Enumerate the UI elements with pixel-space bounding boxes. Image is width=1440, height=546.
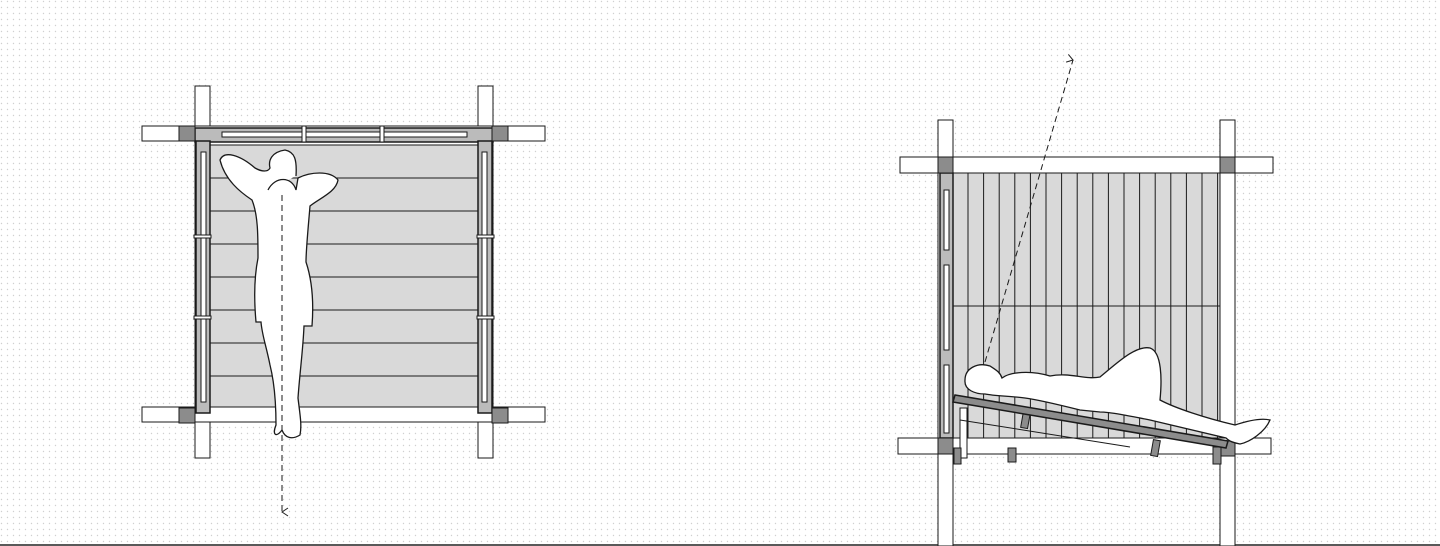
beam-bottom: [897, 437, 1272, 455]
section-view: [897, 54, 1274, 546]
beam-top: [899, 156, 1274, 174]
person-plan-figure: [219, 149, 339, 439]
person-section-figure: [964, 347, 1271, 445]
reclining-bench: [952, 394, 1229, 449]
plan-view: [141, 85, 546, 517]
joint: [491, 407, 509, 424]
sightline-arrow: [984, 54, 1074, 363]
bench-leg: [959, 407, 968, 459]
joint: [491, 125, 509, 142]
joint: [178, 125, 196, 142]
joint: [178, 407, 196, 424]
post-right: [1219, 119, 1236, 546]
